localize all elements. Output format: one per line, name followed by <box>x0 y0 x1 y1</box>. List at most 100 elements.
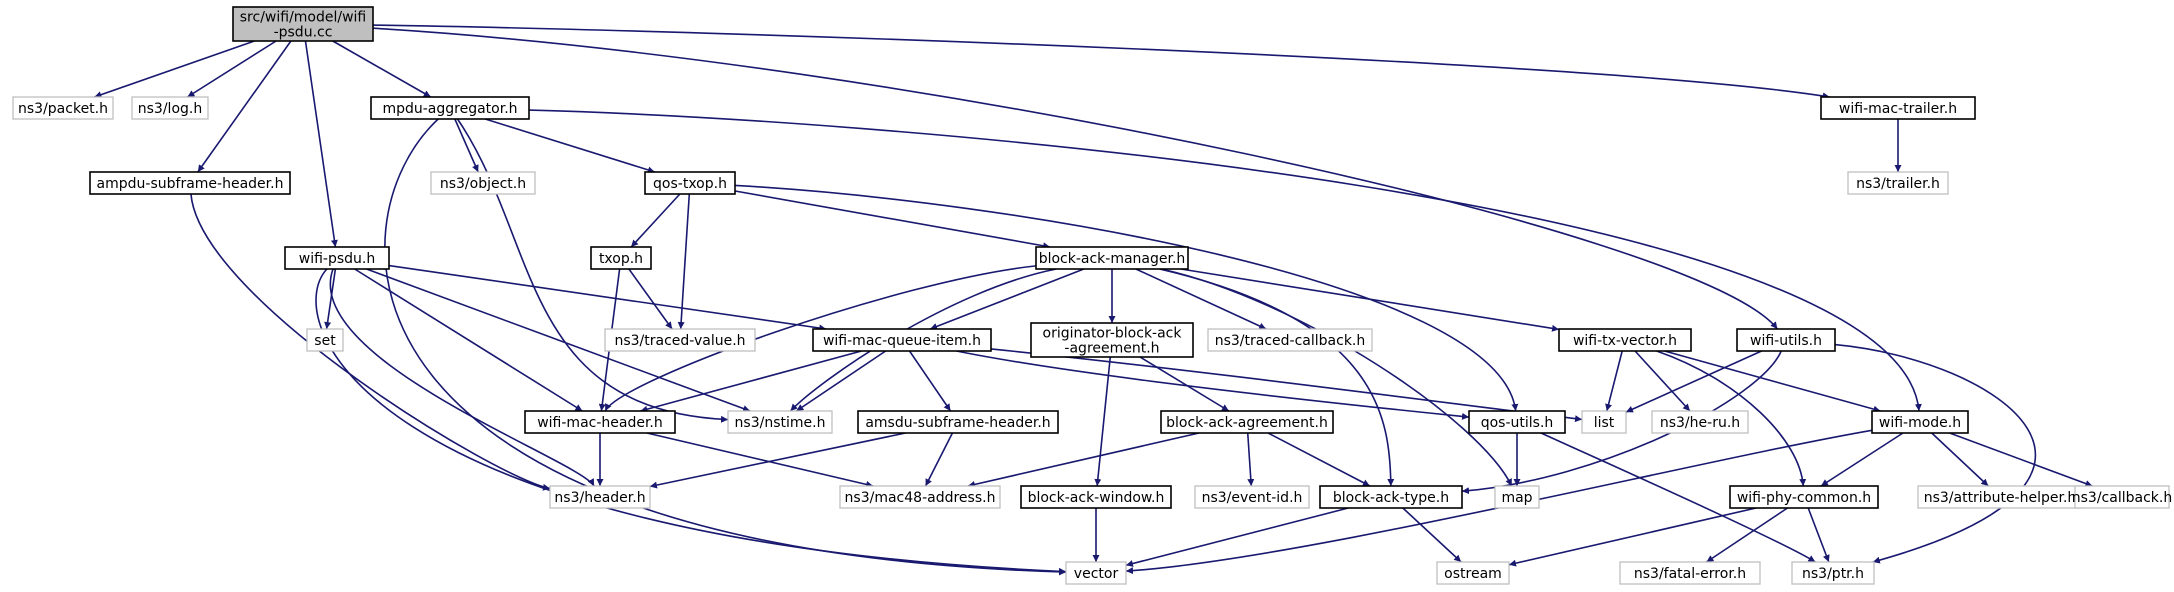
node-box <box>2074 485 2170 509</box>
edge-bam-to-tx_vector <box>1180 268 1560 332</box>
node-box <box>1030 322 1194 358</box>
node-psdu-cc[interactable]: src/wifi/model/wifi-psdu.cc <box>232 6 374 42</box>
edge-wifi_mode-to-callback <box>1949 432 2093 487</box>
edge-qos_txop-to-bam <box>734 190 1051 250</box>
node-label: wifi-phy-common.h <box>1737 490 1871 506</box>
node-box <box>857 410 1059 434</box>
node-box <box>306 328 344 352</box>
node-tx-vector[interactable]: wifi-tx-vector.h <box>1558 328 1692 352</box>
edge-tx_vector-to-phy_common <box>1656 350 1807 487</box>
node-amsdu-sub[interactable]: amsdu-subframe-header.h <box>857 410 1059 434</box>
node-label: block-ack-window.h <box>1028 490 1165 506</box>
edge-amsdu_sub-to-mac48 <box>924 432 954 487</box>
edge-phy_common-to-ptr <box>1807 507 1830 563</box>
node-box <box>1581 410 1627 434</box>
node-ptr: ns3/ptr.h <box>1791 561 1875 585</box>
node-label: ns3/header.h <box>554 490 645 506</box>
node-mac-trailer[interactable]: wifi-mac-trailer.h <box>1820 96 1976 120</box>
node-queue-item[interactable]: wifi-mac-queue-item.h <box>812 328 992 352</box>
node-label: ns3/log.h <box>138 101 202 117</box>
node-trailer: ns3/trailer.h <box>1847 171 1949 195</box>
node-txop[interactable]: txop.h <box>590 246 652 270</box>
node-event-id: ns3/event-id.h <box>1194 485 1310 509</box>
node-nstime: ns3/nstime.h <box>727 410 833 434</box>
edge-mac_header-to-mac48 <box>646 432 874 488</box>
node-label: wifi-tx-vector.h <box>1573 333 1677 349</box>
node-label: originator-block-ack <box>1043 326 1183 342</box>
edge-mpdu_agg-to-wifi_mode <box>528 109 1922 412</box>
edge-wifi_psdu-to-queue_item <box>388 264 827 332</box>
node-label: wifi-mac-header.h <box>537 415 663 431</box>
node-wifi-utils[interactable]: wifi-utils.h <box>1736 328 1836 352</box>
node-packet: ns3/packet.h <box>12 96 114 120</box>
node-box <box>644 171 736 195</box>
node-baw[interactable]: block-ack-window.h <box>1020 485 1172 509</box>
node-label: ns3/fatal-error.h <box>1634 566 1746 582</box>
edge-psdu_cc-to-log <box>186 40 277 98</box>
node-label: block-ack-type.h <box>1333 490 1449 506</box>
node-box <box>12 96 114 120</box>
node-label: ns3/attribute-helper.h <box>1924 490 2077 506</box>
node-label: set <box>314 333 336 349</box>
node-label: qos-txop.h <box>653 176 727 192</box>
node-label: ns3/event-id.h <box>1202 490 1303 506</box>
node-bam[interactable]: block-ack-manager.h <box>1035 246 1189 270</box>
edge-tx_vector-to-he_ru <box>1634 350 1691 412</box>
node-bat[interactable]: block-ack-type.h <box>1319 485 1463 509</box>
node-wifi-psdu[interactable]: wifi-psdu.h <box>284 246 390 270</box>
node-box <box>1020 485 1172 509</box>
node-label: -agreement.h <box>1064 341 1159 357</box>
node-box <box>727 410 833 434</box>
edge-wifi_psdu-to-set <box>324 268 337 330</box>
node-label: src/wifi/model/wifi <box>240 10 367 26</box>
edge-mpdu_agg-to-object <box>454 118 479 173</box>
edge-baa-to-mac48 <box>967 432 1200 488</box>
edge-qos_utils-to-ptr <box>1540 432 1816 563</box>
node-qos-txop[interactable]: qos-txop.h <box>644 171 736 195</box>
node-box <box>524 410 676 434</box>
edge-bam-to-mac_header <box>604 265 1037 412</box>
node-label: wifi-mac-queue-item.h <box>823 333 981 349</box>
node-box <box>1651 410 1749 434</box>
node-label: ostream <box>1444 566 1502 582</box>
node-mac48: ns3/mac48-address.h <box>839 485 1001 509</box>
node-box <box>1791 561 1875 585</box>
node-mac-header[interactable]: wifi-mac-header.h <box>524 410 676 434</box>
node-label: ns3/traced-callback.h <box>1215 333 1366 349</box>
node-label: block-ack-manager.h <box>1039 251 1186 267</box>
node-label: wifi-utils.h <box>1750 333 1822 349</box>
edge-queue_item-to-amsdu_sub <box>908 350 952 412</box>
node-box <box>232 6 374 42</box>
edge-tx_vector-to-wifi_mode <box>1664 350 1881 413</box>
node-ampdu-sub[interactable]: ampdu-subframe-header.h <box>89 171 291 195</box>
edge-bat-to-vector <box>1125 507 1349 567</box>
edge-psdu_cc-to-mac_trailer <box>372 24 1830 100</box>
node-box <box>1160 410 1334 434</box>
nodes-layer: src/wifi/model/wifi-psdu.cc ns3/packet.h n… <box>12 6 2172 585</box>
edge-ampdu_sub-to-header <box>190 193 551 491</box>
edge-qos_txop-to-txop <box>630 193 681 248</box>
node-box <box>1736 328 1836 352</box>
edge-wifi_utils-to-list <box>1625 350 1762 413</box>
node-mpdu-agg[interactable]: mpdu-aggregator.h <box>370 96 530 120</box>
node-traced-value: ns3/traced-value.h <box>604 328 756 352</box>
node-wifi-mode[interactable]: wifi-mode.h <box>1871 410 1969 434</box>
node-box <box>1494 485 1540 509</box>
node-orig-baa[interactable]: originator-block-ack-agreement.h <box>1030 322 1194 358</box>
edge-mpdu_agg-to-vector <box>384 118 1067 576</box>
node-box <box>549 485 651 509</box>
node-box <box>812 328 992 352</box>
node-box <box>430 171 536 195</box>
node-box <box>1035 246 1189 270</box>
node-label: list <box>1594 415 1615 431</box>
node-box <box>1820 96 1976 120</box>
node-phy-common[interactable]: wifi-phy-common.h <box>1729 485 1879 509</box>
node-qos-utils[interactable]: qos-utils.h <box>1468 410 1566 434</box>
node-label: ns3/trailer.h <box>1856 176 1940 192</box>
edge-orig_baa-to-baa <box>1139 356 1230 412</box>
node-label: ns3/he-ru.h <box>1660 415 1740 431</box>
node-box <box>1194 485 1310 509</box>
node-baa[interactable]: block-ack-agreement.h <box>1160 410 1334 434</box>
edge-psdu_cc-to-wifi_utils <box>372 27 1779 330</box>
